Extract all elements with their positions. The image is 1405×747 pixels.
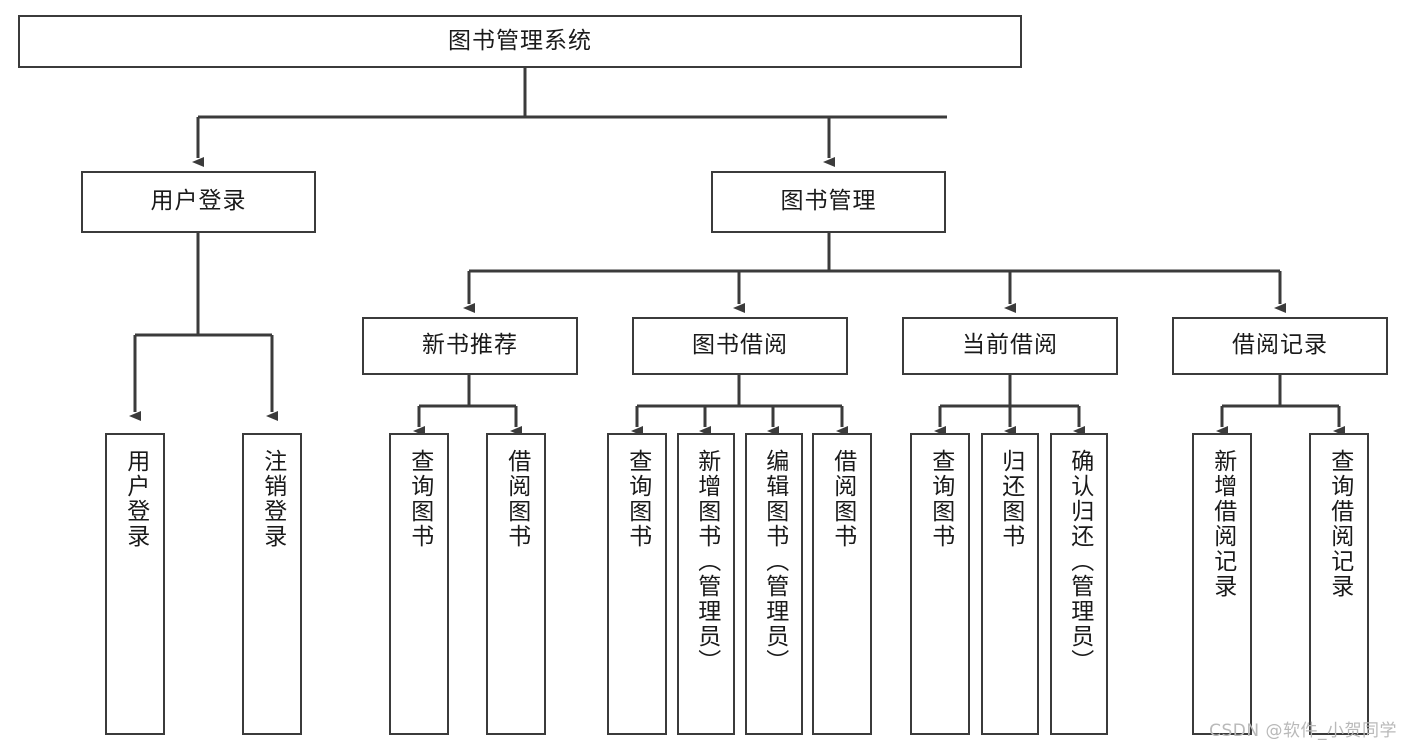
- node-borrow-record-label: 借阅记录: [1232, 332, 1328, 359]
- leaf-logout-label: 注销登录: [259, 449, 286, 549]
- leaf-borrow-book-recommend[interactable]: 借阅图书: [486, 433, 546, 735]
- leaf-query-book-borrow-label: 查询图书: [624, 449, 651, 549]
- leaf-query-book-recommend[interactable]: 查询图书: [389, 433, 449, 735]
- node-root[interactable]: 图书管理系统: [18, 15, 1022, 68]
- node-borrow-record[interactable]: 借阅记录: [1172, 317, 1388, 375]
- node-current-borrow[interactable]: 当前借阅: [902, 317, 1118, 375]
- node-user-login-label: 用户登录: [150, 188, 247, 215]
- leaf-return-book-label: 归还图书: [997, 449, 1024, 549]
- leaf-add-book-admin-label: 新增图书（管理员）: [693, 449, 720, 674]
- leaf-query-book-borrow[interactable]: 查询图书: [607, 433, 667, 735]
- leaf-return-book[interactable]: 归还图书: [981, 433, 1039, 735]
- node-user-login[interactable]: 用户登录: [81, 171, 316, 233]
- node-new-book-recommend-label: 新书推荐: [422, 332, 518, 359]
- leaf-confirm-return-admin[interactable]: 确认归还（管理员）: [1050, 433, 1108, 735]
- leaf-user-login-label: 用户登录: [122, 449, 149, 549]
- node-book-borrow[interactable]: 图书借阅: [632, 317, 848, 375]
- leaf-borrow-book-recommend-label: 借阅图书: [503, 449, 530, 549]
- leaf-add-borrow-record[interactable]: 新增借阅记录: [1192, 433, 1252, 735]
- leaf-borrow-book-borrow[interactable]: 借阅图书: [812, 433, 872, 735]
- node-current-borrow-label: 当前借阅: [962, 332, 1058, 359]
- leaf-query-book-current[interactable]: 查询图书: [910, 433, 970, 735]
- node-new-book-recommend[interactable]: 新书推荐: [362, 317, 578, 375]
- leaf-edit-book-admin[interactable]: 编辑图书（管理员）: [745, 433, 803, 735]
- node-book-borrow-label: 图书借阅: [692, 332, 788, 359]
- leaf-add-book-admin[interactable]: 新增图书（管理员）: [677, 433, 735, 735]
- leaf-query-book-current-label: 查询图书: [927, 449, 954, 549]
- leaf-edit-book-admin-label: 编辑图书（管理员）: [761, 449, 788, 674]
- leaf-query-borrow-record[interactable]: 查询借阅记录: [1309, 433, 1369, 735]
- leaf-query-borrow-record-label: 查询借阅记录: [1326, 449, 1353, 599]
- leaf-add-borrow-record-label: 新增借阅记录: [1209, 449, 1236, 599]
- leaf-user-login[interactable]: 用户登录: [105, 433, 165, 735]
- leaf-query-book-recommend-label: 查询图书: [406, 449, 433, 549]
- node-root-label: 图书管理系统: [448, 27, 592, 54]
- node-book-management-label: 图书管理: [780, 188, 877, 215]
- leaf-logout[interactable]: 注销登录: [242, 433, 302, 735]
- node-book-management[interactable]: 图书管理: [711, 171, 946, 233]
- leaf-confirm-return-admin-label: 确认归还（管理员）: [1066, 449, 1093, 674]
- leaf-borrow-book-borrow-label: 借阅图书: [829, 449, 856, 549]
